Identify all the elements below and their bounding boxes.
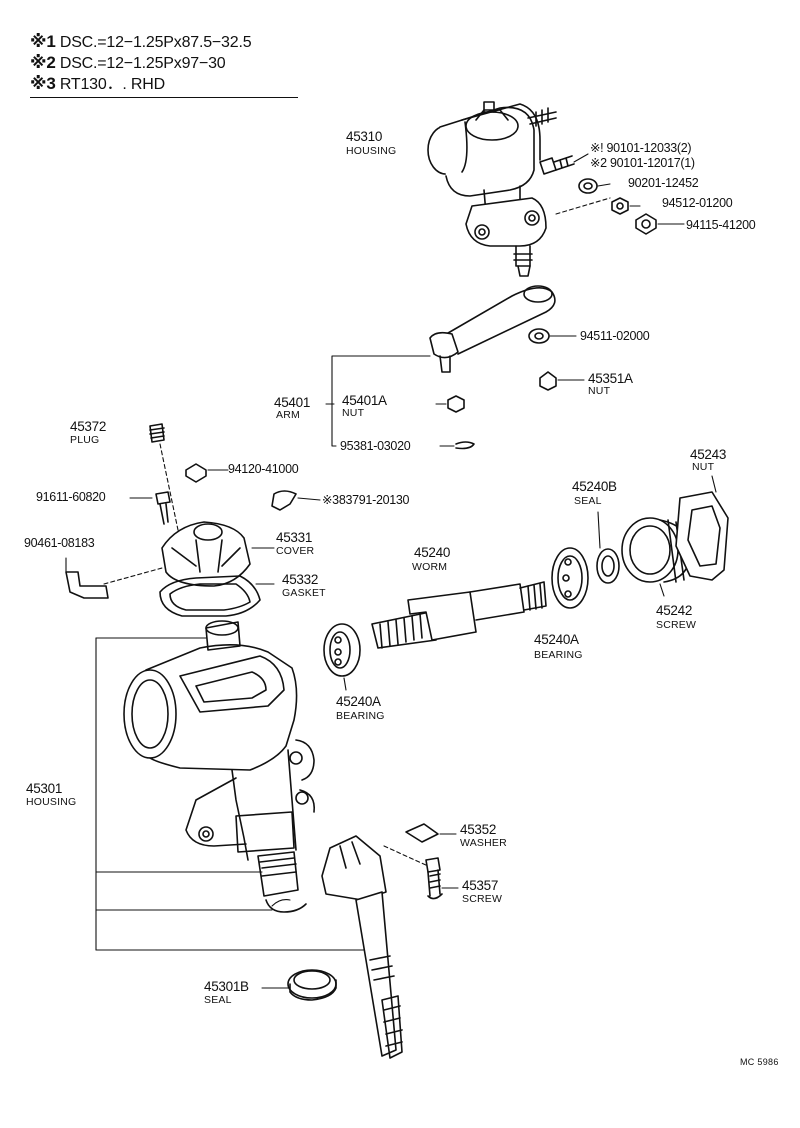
label-cover: COVER [276, 545, 315, 557]
label-housing-main: HOUSING [26, 796, 77, 808]
notes-block: ※1 DSC.=12−1.25Px87.5−32.5 ※2 DSC.=12−1.… [30, 32, 298, 98]
label-cotter-95381: 95381-03020 [340, 439, 411, 453]
label-45240a-left: 45240A [336, 694, 381, 709]
label-gasket: GASKET [282, 587, 326, 599]
label-nut-45351a: NUT [588, 385, 611, 397]
lock-nut-drawing [675, 475, 729, 581]
label-nut-94120: 94120-41000 [228, 462, 299, 476]
label-housing-top: HOUSING [346, 145, 397, 157]
label-bearing-left: BEARING [336, 710, 385, 722]
label-arm: ARM [276, 409, 300, 421]
sector-shaft-drawing [321, 835, 403, 1059]
label-washer-90201: 90201-12452 [628, 176, 699, 190]
label-screw-45242: SCREW [656, 619, 697, 631]
label-45352: 45352 [460, 822, 497, 837]
label-washer-45352: WASHER [460, 837, 507, 849]
label-nut-94115: 94115-41200 [686, 218, 756, 232]
note-2: ※2 DSC.=12−1.25Px97−30 [30, 53, 226, 72]
label-45240: 45240 [414, 545, 451, 560]
label-bolt-2: ※2 90101-12017(1) [590, 156, 695, 170]
housing-bracket-lines [95, 637, 365, 951]
worm-shaft-drawing [371, 581, 547, 649]
label-bolt-1: ※! 90101-12033(2) [590, 141, 692, 155]
pitman-arm-drawing [325, 285, 585, 450]
label-45401: 45401 [274, 395, 311, 410]
cover-assembly-drawing [65, 423, 321, 617]
seal-right-drawing [596, 511, 620, 584]
label-plug: PLUG [70, 434, 100, 446]
label-seal-45240b: SEAL [574, 495, 602, 507]
label-45332: 45332 [282, 572, 319, 587]
label-washer-94511: 94511-02000 [580, 329, 650, 343]
label-clip-383791: ※383791-20130 [322, 493, 410, 507]
label-45301: 45301 [26, 781, 63, 796]
label-bracket-90461: 90461-08183 [24, 536, 95, 550]
upper-housing-drawing [427, 101, 557, 277]
figure-code: MC 5986 [740, 1057, 779, 1067]
label-45351a: 45351A [588, 371, 633, 386]
label-nut-45401a: NUT [342, 407, 365, 419]
label-nut-94512: 94512-01200 [662, 196, 733, 210]
main-seal-drawing [261, 969, 337, 1001]
label-worm: WORM [412, 561, 448, 573]
note-3: ※3 RT130．. RHD [30, 74, 165, 93]
label-45310: 45310 [346, 129, 383, 144]
label-screw-45357: SCREW [462, 893, 503, 905]
label-seal-45301b: SEAL [204, 994, 232, 1006]
label-45240a-right: 45240A [534, 632, 579, 647]
label-45242: 45242 [656, 603, 693, 618]
label-45243: 45243 [690, 447, 727, 462]
bearing-right-drawing [551, 547, 589, 609]
label-45357: 45357 [462, 878, 499, 893]
notes-underline [30, 97, 298, 98]
label-45301b: 45301B [204, 979, 249, 994]
label-bearing-right: BEARING [534, 649, 583, 661]
note-1: ※1 DSC.=12−1.25Px87.5−32.5 [30, 32, 252, 51]
main-housing-drawing [123, 620, 316, 913]
bearing-left-drawing [323, 623, 361, 691]
label-bolt-91611: 91611-60820 [36, 490, 106, 504]
label-45401a: 45401A [342, 393, 387, 408]
label-45240b: 45240B [572, 479, 617, 494]
upper-fasteners-drawing [539, 153, 685, 235]
label-nut-45243: NUT [692, 461, 715, 473]
label-45331: 45331 [276, 530, 313, 545]
washer-screw-drawing [383, 823, 459, 900]
label-45372: 45372 [70, 419, 107, 434]
